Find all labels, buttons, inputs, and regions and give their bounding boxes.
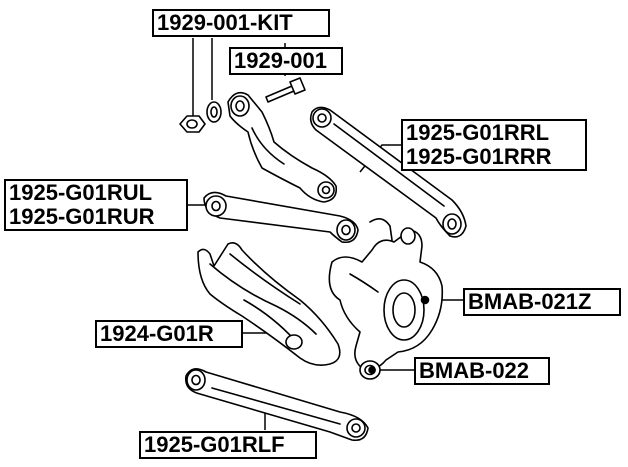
part-label-rear-link-left: 1925-G01RRL bbox=[406, 120, 550, 145]
upper-control-arm-part bbox=[227, 91, 338, 203]
part-label-bushing[interactable]: BMAB-022 bbox=[414, 357, 550, 385]
wheel-carrier-part bbox=[328, 218, 444, 380]
washer-part bbox=[206, 101, 222, 123]
part-label-lower-arm[interactable]: 1924-G01R bbox=[95, 320, 243, 348]
part-label-lower-front[interactable]: 1925-G01RLF bbox=[139, 431, 317, 459]
part-label-rear-link-right: 1925-G01RRR bbox=[406, 144, 552, 169]
part-label-rear-upper-right: 1925-G01RUR bbox=[9, 204, 155, 229]
part-label-kit[interactable]: 1929-001-KIT bbox=[152, 9, 330, 37]
bolt-part bbox=[265, 77, 306, 103]
rear-link-arm-part bbox=[309, 106, 467, 238]
part-label-rear-upper-left: 1925-G01RUL bbox=[9, 180, 153, 205]
part-label-bolt[interactable]: 1929-001 bbox=[229, 47, 343, 75]
part-label-bushing-z[interactable]: BMAB-021Z bbox=[463, 288, 621, 316]
part-label-rear-upper[interactable]: 1925-G01RUL 1925-G01RUR bbox=[4, 179, 188, 231]
lower-control-arm-part bbox=[197, 242, 341, 366]
rear-upper-arm-part bbox=[203, 191, 359, 244]
lower-front-arm-part bbox=[184, 368, 369, 442]
nut-part bbox=[179, 115, 206, 133]
part-label-rear-link[interactable]: 1925-G01RRL 1925-G01RRR bbox=[401, 119, 587, 171]
